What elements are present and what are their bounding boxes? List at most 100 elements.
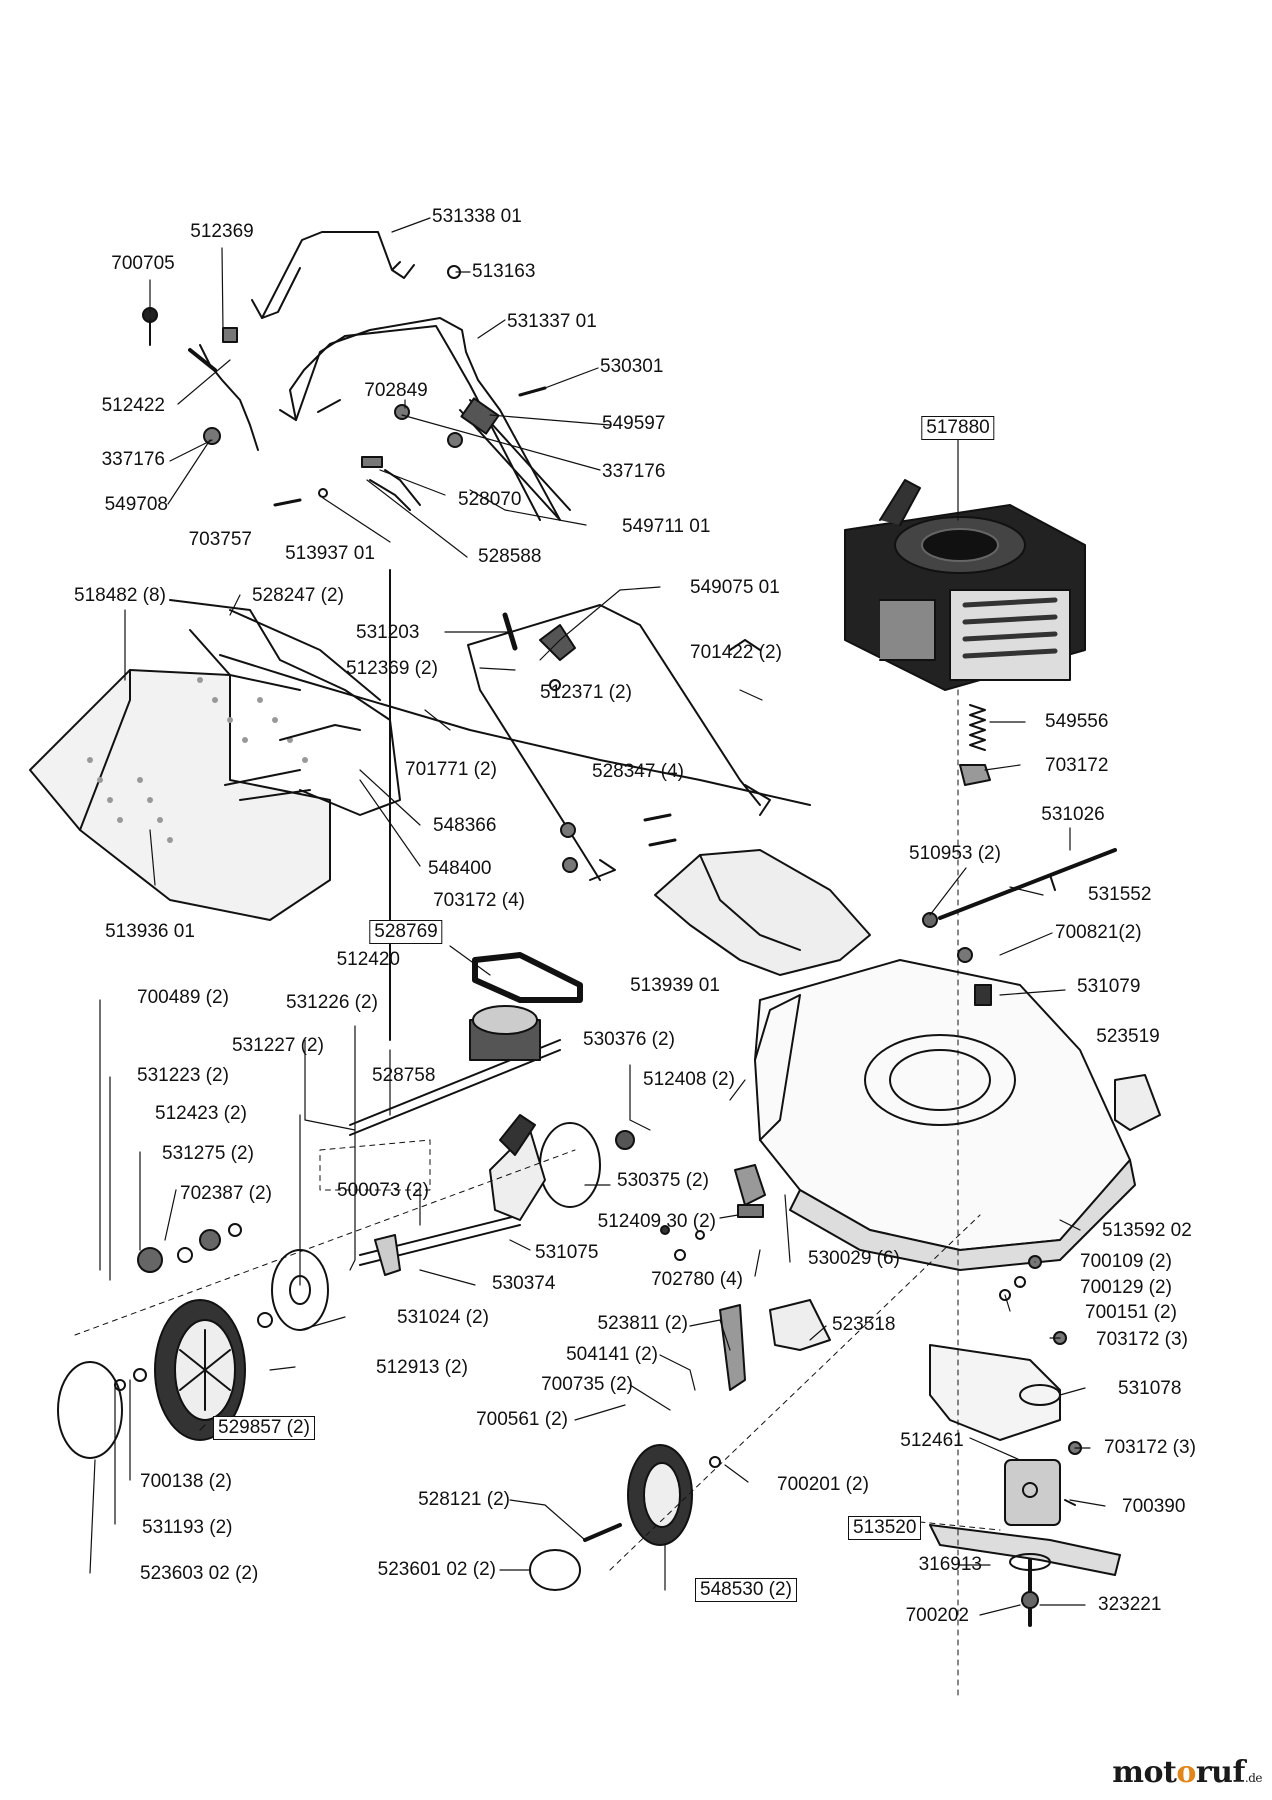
label-337176-left: 337176: [101, 449, 165, 470]
label-528769: 528769: [369, 920, 443, 944]
label-700109: 700109 (2): [1080, 1251, 1172, 1272]
lever-531075: [489, 1114, 546, 1221]
mower-deck-513592: [754, 959, 1136, 1271]
lower-handle-549711: [459, 397, 571, 521]
label-523601-02: 523601 02 (2): [377, 1559, 496, 1580]
label-530029: 530029 (6): [808, 1248, 900, 1269]
label-702780: 702780 (4): [651, 1269, 743, 1290]
label-523519: 523519: [1096, 1026, 1160, 1047]
blade-513520: [929, 1524, 1121, 1576]
label-512369: 512369: [190, 221, 254, 242]
label-530374: 530374: [492, 1273, 556, 1294]
label-531337-01: 531337 01: [507, 311, 597, 332]
motoruf-logo: motoruf.de: [1112, 1755, 1262, 1790]
blade-bolt-323221: [1009, 1553, 1051, 1627]
label-513937-01: 513937 01: [285, 543, 375, 564]
label-702387: 702387 (2): [180, 1183, 272, 1204]
drive-pinions: [114, 1223, 273, 1391]
engine-517880: [844, 479, 1086, 691]
label-518482: 518482 (8): [74, 585, 166, 606]
label-700489: 700489 (2): [137, 987, 229, 1008]
label-528588: 528588: [478, 546, 542, 567]
leader-lines: [89, 217, 1106, 1616]
label-549556: 549556: [1045, 711, 1109, 732]
label-513939-01: 513939 01: [630, 975, 720, 996]
label-701422: 701422 (2): [690, 642, 782, 663]
bracket-523519: [1114, 1074, 1161, 1131]
logo-part-ruf: ruf: [1195, 1755, 1246, 1790]
label-513936-01: 513936 01: [105, 921, 195, 942]
logo-part-mot: mot: [1112, 1755, 1177, 1790]
label-530375: 530375 (2): [617, 1170, 709, 1191]
label-531024: 531024 (2): [397, 1307, 489, 1328]
grass-catcher: [29, 599, 401, 921]
front-wheel-548530: [627, 1444, 693, 1546]
label-548530: 548530 (2): [695, 1578, 797, 1602]
label-700390: 700390: [1122, 1496, 1186, 1517]
label-523518: 523518: [832, 1314, 896, 1335]
label-702849: 702849: [364, 380, 428, 401]
label-528758: 528758: [372, 1065, 436, 1086]
bracket-523811: [719, 1304, 746, 1391]
wheel-cover-523603: [57, 1361, 123, 1459]
rear-axle-gearbox: [349, 1005, 561, 1136]
upper-handle-531337: [279, 317, 561, 521]
height-adjuster-512408: [734, 1164, 766, 1218]
label-549597: 549597: [602, 413, 666, 434]
label-549708: 549708: [104, 494, 168, 515]
label-531078: 531078: [1118, 1378, 1182, 1399]
label-700201: 700201 (2): [777, 1474, 869, 1495]
label-529857: 529857 (2): [213, 1416, 315, 1440]
spring-549556: [959, 704, 991, 786]
label-523603-02: 523603 02 (2): [140, 1563, 259, 1584]
front-hubcap-523601: [529, 1549, 581, 1591]
label-703757: 703757: [188, 529, 252, 550]
label-528347: 528347 (4): [592, 761, 684, 782]
label-513520: 513520: [848, 1516, 922, 1540]
discharge-chute-513939: [654, 849, 871, 976]
assembly-dashed-lines: [74, 689, 1001, 1701]
label-512423: 512423 (2): [155, 1103, 247, 1124]
blade-hub-512461: [1004, 1459, 1061, 1526]
label-512420: 512420: [336, 949, 400, 970]
label-512371: 512371 (2): [540, 682, 632, 703]
label-530376: 530376 (2): [583, 1029, 675, 1050]
label-512461: 512461: [900, 1430, 964, 1451]
label-531227: 531227 (2): [232, 1035, 324, 1056]
gear-530375: [539, 1122, 635, 1208]
label-531075: 531075: [535, 1242, 599, 1263]
label-531552: 531552: [1088, 884, 1152, 905]
label-700129: 700129 (2): [1080, 1277, 1172, 1298]
upper-handle-bar-531338: [251, 231, 415, 319]
label-513163: 513163: [472, 261, 536, 282]
label-531193: 531193 (2): [142, 1517, 233, 1538]
label-700561: 700561 (2): [476, 1409, 568, 1430]
label-512408: 512408 (2): [643, 1069, 735, 1090]
label-517880: 517880: [921, 416, 995, 440]
bracket-523518: [769, 1299, 831, 1351]
label-316913: 316913: [918, 1554, 982, 1575]
label-531338-01: 531338 01: [432, 206, 522, 227]
label-530301: 530301: [600, 356, 664, 377]
label-500073: 500073 (2): [337, 1180, 429, 1201]
rod-531026: [938, 848, 1117, 920]
drive-belt-528769: [472, 952, 583, 1003]
label-528070: 528070: [458, 489, 522, 510]
label-548366: 548366: [433, 815, 497, 836]
axle-bolt-528121: [583, 1523, 622, 1542]
label-523811: 523811 (2): [597, 1313, 689, 1334]
label-700735: 700735 (2): [541, 1374, 633, 1395]
label-548400: 548400: [428, 858, 492, 879]
label-323221: 323221: [1098, 1594, 1162, 1615]
wheel-529857: [154, 1299, 246, 1441]
label-512913: 512913 (2): [376, 1357, 468, 1378]
label-701771: 701771 (2): [405, 759, 497, 780]
label-700151: 700151 (2): [1085, 1302, 1177, 1323]
label-531223: 531223 (2): [137, 1065, 229, 1086]
label-700202: 700202: [905, 1605, 969, 1626]
label-512369-2: 512369 (2): [346, 658, 438, 679]
label-337176-right: 337176: [602, 461, 666, 482]
label-531079: 531079: [1077, 976, 1141, 997]
small-fasteners-top: [142, 265, 547, 507]
